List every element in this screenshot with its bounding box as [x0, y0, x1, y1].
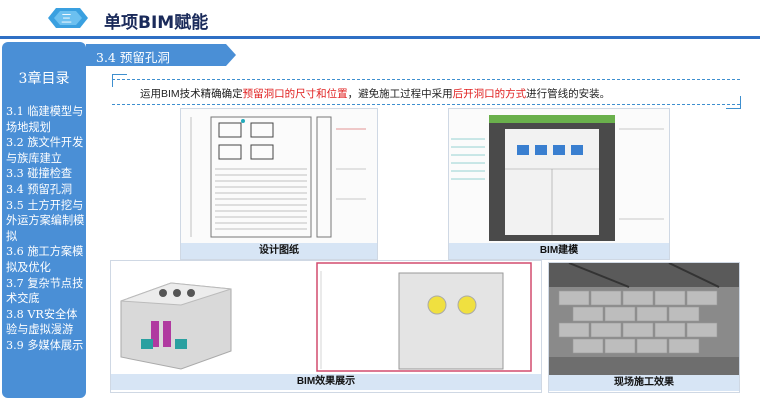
sidebar-item[interactable]: 3.6 施工方案模拟及优化: [6, 245, 84, 274]
header-divider: [0, 36, 760, 39]
sidebar-item[interactable]: 3.8 VR安全体验与虚拟漫游: [6, 307, 78, 337]
caption-bim-model: BIM建模: [449, 243, 669, 259]
sidebar-item[interactable]: 3.2 族文件开发与族库建立: [6, 136, 84, 165]
header-bar: [0, 0, 760, 36]
sidebar-item[interactable]: 3.9 多媒体展示: [6, 338, 84, 352]
design-drawing-image: [181, 109, 377, 243]
sidebar-item[interactable]: 3.4 预留孔洞: [6, 182, 73, 196]
caption-design-drawing: 设计图纸: [181, 243, 377, 259]
page-title: 单项BIM赋能: [104, 13, 209, 33]
chapter-badge: 三: [44, 6, 92, 30]
sidebar-item[interactable]: 3.5 土方开挖与外运方案编制模拟: [6, 198, 85, 243]
sidebar-item[interactable]: 3.7 复杂节点技术交底: [6, 276, 84, 306]
bim-render-panel: BIM效果展示: [110, 260, 542, 393]
bim-model-image: [449, 109, 669, 243]
bim-render-image: [111, 261, 541, 373]
sidebar-title: 3章目录: [18, 71, 70, 87]
description-text: 运用BIM技术精确确定预留洞口的尺寸和位置，避免施工过程中采用后开洞口的方式进行…: [140, 88, 611, 100]
design-drawing-panel: 设计图纸: [180, 108, 378, 260]
site-result-panel: 现场施工效果: [548, 262, 740, 393]
chapter-badge-label: 三: [61, 12, 72, 25]
sidebar-item[interactable]: 3.3 碰撞检查: [6, 167, 73, 181]
sidebar-item[interactable]: 3.1 临建模型与场地规划: [6, 105, 84, 134]
frame-corner-left: [112, 74, 127, 87]
section-title: 3.4 预留孔洞: [96, 50, 170, 65]
caption-site-result: 现场施工效果: [549, 375, 739, 391]
frame-corner-right: [726, 96, 741, 109]
sidebar-list: 3.1 临建模型与场地规划 3.2 族文件开发与族库建立 3.3 碰撞检查 3.…: [6, 104, 86, 354]
site-photo-image: [549, 263, 739, 375]
chapter-sidebar: 3章目录 3.1 临建模型与场地规划 3.2 族文件开发与族库建立 3.3 碰撞…: [2, 42, 86, 398]
section-banner: [86, 44, 236, 66]
description-frame: [112, 79, 740, 105]
bim-model-panel: BIM建模: [448, 108, 670, 260]
caption-bim-render: BIM效果展示: [111, 374, 541, 390]
